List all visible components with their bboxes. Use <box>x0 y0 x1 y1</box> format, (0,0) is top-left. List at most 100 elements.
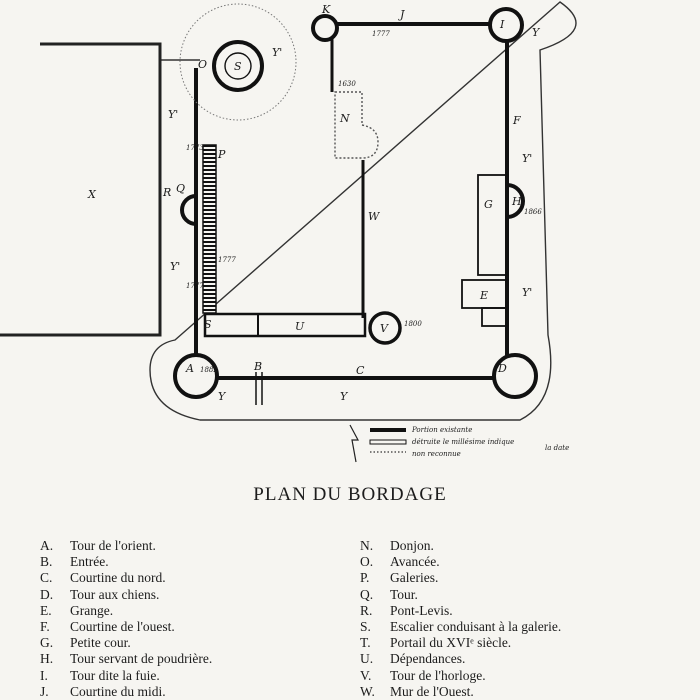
label-n: N <box>339 112 350 125</box>
label-yprime-east-bottom: Y' <box>170 260 180 273</box>
label-u: U <box>295 320 305 333</box>
legend-item: D. Tour aux chiens. <box>40 587 212 603</box>
legend-key: J. <box>40 683 49 699</box>
tower-d <box>492 353 538 399</box>
legend-key: E. <box>40 602 52 618</box>
legend-key: G. <box>40 635 54 651</box>
legend-item: H.Tour servant de poudrière. <box>40 651 212 667</box>
date-tower-a: 1882 <box>200 366 218 374</box>
legend-text: Tour de l'orient. <box>70 538 156 553</box>
legend-item: V. Tour de l'horloge. <box>360 668 561 684</box>
legend-text: Tour de l'horloge. <box>390 667 486 683</box>
label-b: B <box>253 360 262 373</box>
galleries-hatched <box>202 144 217 314</box>
legend-key: O. <box>360 554 374 570</box>
date-courtine-midi: 1777 <box>372 30 390 38</box>
date-donjon: 1630 <box>338 80 356 88</box>
legend-text: Donjon. <box>390 538 434 553</box>
legend-key: A. <box>40 538 54 553</box>
tower-h <box>506 183 525 219</box>
legend-key: D. <box>40 586 54 602</box>
legend-text: Dépendances. <box>390 651 466 667</box>
label-d: D <box>497 362 507 375</box>
legend-item: I.Tour dite la fuie. <box>40 668 212 684</box>
legend-key: S. <box>360 619 371 635</box>
label-y-top-right: Y <box>532 26 541 39</box>
legend-text: Portail du XVIᵉ siècle. <box>390 635 512 651</box>
legend-item: E.Grange. <box>40 603 212 619</box>
label-f: F <box>512 114 521 127</box>
date-tower-v: 1800 <box>404 320 422 328</box>
label-r: R <box>162 186 171 199</box>
date-gallery-top: 1773 <box>186 144 204 152</box>
label-s2: S <box>204 318 212 331</box>
label-o: O <box>198 58 207 71</box>
donjon-dotted <box>334 91 379 159</box>
castle-plan-diagram: X A B C D E F G H I J K N O P Q R S S U … <box>0 1 577 463</box>
legend-text: Mur de l'Ouest. <box>390 683 474 699</box>
legend-item: S. Escalier conduisant à la galerie. <box>360 619 561 635</box>
page-title: PLAN DU BORDAGE <box>253 484 447 505</box>
legend-item: P. Galeries. <box>360 570 561 586</box>
legend-item: R. Pont-Levis. <box>360 603 561 619</box>
key-note-date: la date <box>545 444 569 452</box>
key-note-unknown: non reconnue <box>412 450 461 458</box>
key-destroyed-swatch <box>369 439 407 445</box>
legend-text: Tour aux chiens. <box>70 586 160 602</box>
legend-text: Galeries. <box>390 570 439 586</box>
legend-item: N. Donjon. <box>360 538 561 554</box>
key-note-existing: Portion existante <box>411 426 472 434</box>
tower-v <box>368 311 402 345</box>
label-yprime-tower: Y' <box>272 46 282 59</box>
label-c: C <box>356 364 365 377</box>
legend-key: C. <box>40 570 53 586</box>
legend-item: C.Courtine du nord. <box>40 570 212 586</box>
label-yprime-west-bottom: Y' <box>522 286 532 299</box>
label-y-bottom-left: Y <box>218 390 227 403</box>
legend-text: Petite cour. <box>70 635 131 651</box>
building-west-g <box>477 174 509 276</box>
avancee-dotted-ring <box>179 3 297 121</box>
legend-key: R. <box>360 602 373 618</box>
label-yprime-east-top: Y' <box>168 108 178 121</box>
legend-text: Avancée. <box>390 554 440 570</box>
legend-key: B. <box>40 554 53 570</box>
legend-key: P. <box>360 570 370 586</box>
legend-key: N. <box>360 538 374 553</box>
label-a: A <box>185 362 194 375</box>
label-p: P <box>217 148 226 161</box>
label-s: S <box>234 60 242 73</box>
legend-item: O. Avancée. <box>360 554 561 570</box>
legend-key: V. <box>360 667 372 683</box>
label-w: W <box>368 210 381 223</box>
label-y-bottom: Y <box>340 390 349 403</box>
label-g: G <box>484 198 493 211</box>
legend-key: F. <box>40 619 50 635</box>
legend-item: F. Courtine de l'ouest. <box>40 619 212 635</box>
legend-text: Tour. <box>390 586 418 602</box>
tower-k <box>311 14 339 42</box>
legend-text: Courtine du midi. <box>70 683 166 699</box>
legend-text: Escalier conduisant à la galerie. <box>390 619 562 635</box>
legend-text: Tour servant de poudrière. <box>70 651 213 667</box>
label-h: H <box>511 195 522 208</box>
label-i: I <box>499 18 505 31</box>
legend-left-column: A.Tour de l'orient. B.Entrée. C.Courtine… <box>40 538 212 700</box>
legend-item: U.Dépendances. <box>360 651 561 667</box>
label-x: X <box>87 188 97 201</box>
legend-text: Pont-Levis. <box>390 602 453 618</box>
tower-ring-inner <box>224 52 252 80</box>
tower-q <box>180 194 197 226</box>
legend-right-column: N.Donjon. O.Avancée. P.Galeries. Q.Tour.… <box>360 538 561 700</box>
label-yprime-west-top: Y' <box>522 152 532 165</box>
building-dependances <box>203 312 367 338</box>
legend-item: T.Portail du XVIᵉ siècle. <box>360 635 561 651</box>
legend-item: W.Mur de l'Ouest. <box>360 684 561 700</box>
date-gallery-mid: 1777 <box>218 256 236 264</box>
x-area-boundary <box>0 42 162 337</box>
legend-key: I. <box>40 667 48 683</box>
label-q: Q <box>176 182 185 195</box>
legend-text: Entrée. <box>70 554 109 570</box>
legend-text: Courtine de l'ouest. <box>70 619 175 635</box>
label-j: J <box>398 8 405 21</box>
